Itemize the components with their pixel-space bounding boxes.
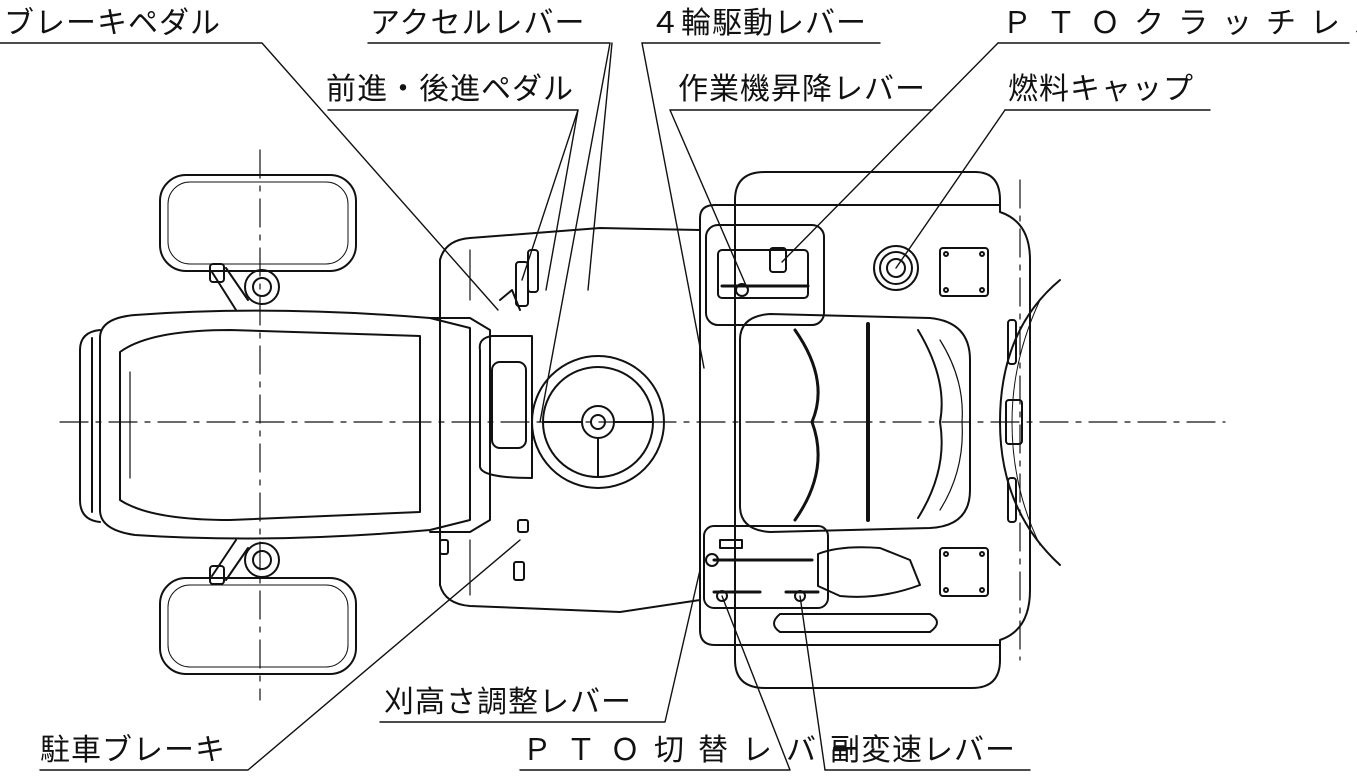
rear-wheel-arc	[999, 279, 1061, 566]
label-parking-brake: 駐車ブレーキ	[40, 733, 226, 768]
right-lever-console	[705, 224, 825, 326]
center-lines	[59, 149, 1226, 701]
front-axle-joints	[209, 263, 280, 585]
steering-wheel	[531, 355, 665, 489]
label-pto-switch-lever: ＰＴＯ切替レバー	[522, 733, 874, 768]
label-forward-reverse-pedal: 前進・後進ペダル	[326, 72, 574, 107]
label-accelerator-lever: アクセルレバー	[370, 6, 586, 41]
label-fuel-cap: 燃料キャップ	[1008, 72, 1194, 107]
parking-brake-and-height-lever	[439, 519, 529, 581]
hood	[99, 309, 491, 540]
lower-lever-console	[703, 525, 938, 633]
front-wheel-top	[159, 174, 357, 272]
dashboard-panel	[478, 335, 533, 479]
leader-lines	[0, 42, 1350, 771]
operator-seat	[739, 313, 971, 533]
front-bumper	[79, 329, 101, 523]
rear-body	[699, 171, 1031, 689]
pedals	[499, 249, 539, 311]
front-wheel-bottom	[159, 577, 357, 675]
label-brake-pedal: ブレーキペダル	[4, 6, 221, 41]
label-sub-shift-lever: 副変速レバー	[830, 733, 1016, 768]
fuel-cap-drawing	[873, 245, 919, 291]
label-4wd-lever: ４輪駆動レバー	[650, 6, 867, 41]
label-implement-lift-lever: 作業機昇降レバー	[678, 72, 926, 107]
label-pto-clutch-lever: ＰＴＯクラッチレバー	[1002, 6, 1357, 41]
mount-plates	[939, 247, 989, 597]
label-cutting-height-lever: 刈高さ調整レバー	[384, 685, 632, 720]
